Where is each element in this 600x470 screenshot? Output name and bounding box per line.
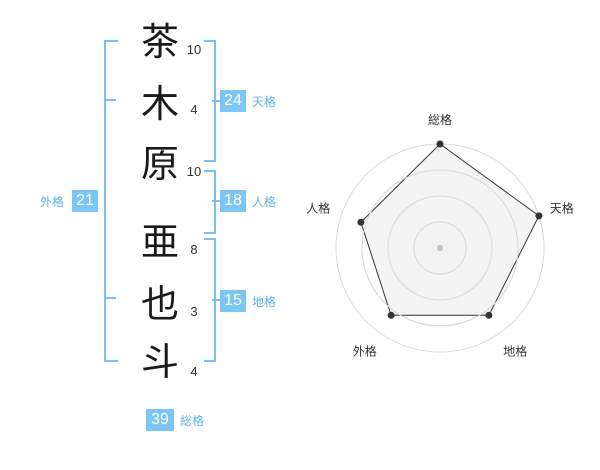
bracket-tick — [104, 99, 116, 101]
chikaku-label: 地格 — [252, 295, 277, 309]
name-char-5: 也 — [140, 282, 179, 326]
radar-data-point — [387, 311, 395, 319]
bracket-tick — [212, 299, 220, 301]
radar-grid-ring — [361, 169, 519, 327]
jinkaku-value-badge: 18 — [220, 190, 246, 212]
stroke-count-4: 8 — [190, 242, 198, 257]
radar-center-point — [437, 245, 443, 251]
bracket-tick — [212, 100, 220, 102]
soukaku-label: 総格 — [180, 414, 205, 428]
gaikaku-bracket — [104, 40, 118, 362]
name-char-1: 茶 — [140, 20, 179, 64]
stroke-count-2: 4 — [190, 102, 198, 117]
name-char-2: 木 — [140, 82, 179, 126]
radar-axis-label: 天格 — [550, 200, 574, 215]
name-char-4: 亜 — [140, 220, 179, 264]
radar-data-point — [485, 311, 493, 319]
radar-grid-ring — [387, 195, 493, 301]
radar-grid-ring — [413, 221, 467, 275]
radar-series-area — [360, 143, 540, 316]
radar-data-point — [535, 212, 543, 220]
chikaku-value-badge: 15 — [220, 290, 246, 312]
name-char-3: 原 — [140, 142, 179, 186]
radar-data-point — [436, 140, 444, 148]
tenkaku-value-badge: 24 — [220, 90, 246, 112]
stroke-count-1: 10 — [186, 42, 202, 57]
radar-axis-label: 総格 — [428, 112, 452, 127]
bracket-tick — [212, 200, 220, 202]
stroke-count-6: 4 — [190, 364, 198, 379]
tenkaku-label: 天格 — [252, 95, 277, 109]
stroke-count-5: 3 — [190, 304, 198, 319]
radar-axis-label: 地格 — [503, 344, 527, 359]
radar-data-point — [357, 218, 365, 226]
radar-axis-label: 外格 — [353, 344, 377, 359]
stroke-count-3: 10 — [186, 164, 202, 179]
gaikaku-label: 外格 — [40, 195, 65, 209]
soukaku-value-badge: 39 — [146, 409, 174, 431]
name-char-6: 斗 — [140, 340, 179, 384]
jinkaku-bracket — [204, 170, 216, 234]
jinkaku-label: 人格 — [252, 195, 277, 209]
radar-axis-label: 人格 — [306, 200, 330, 215]
bracket-tick — [104, 297, 116, 299]
gaikaku-value-badge: 21 — [72, 190, 98, 212]
